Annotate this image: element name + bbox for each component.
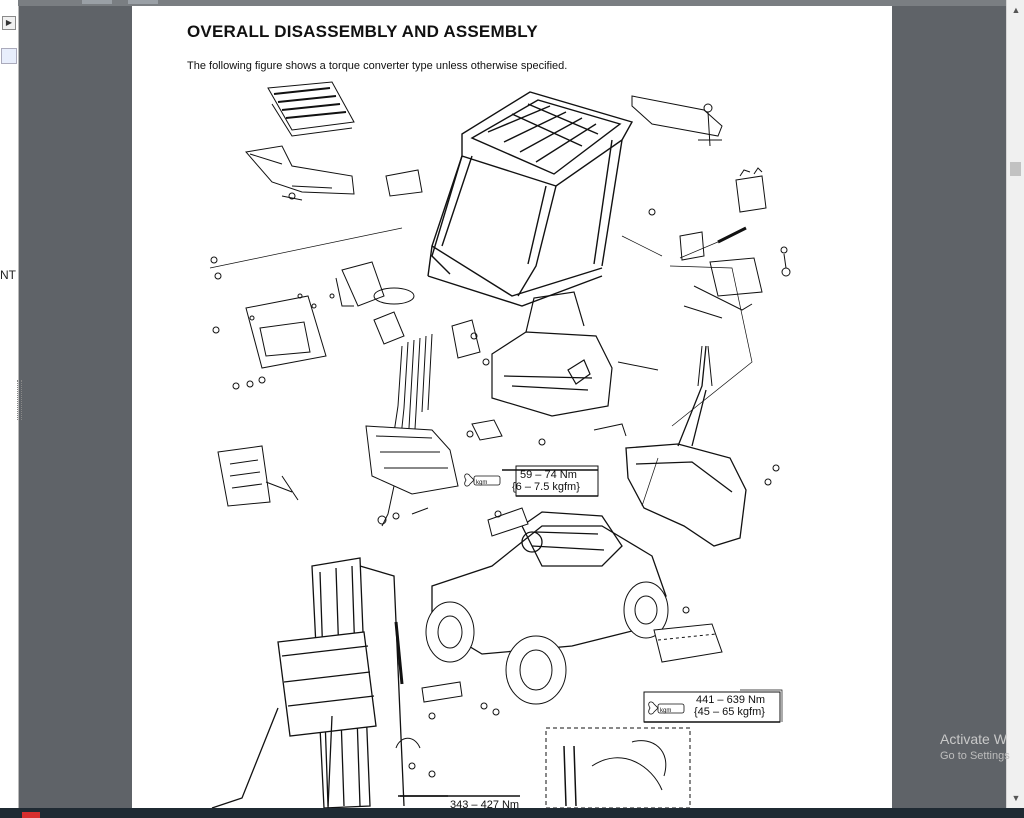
steering-column-part <box>373 311 405 345</box>
navigation-pane: ▶ NT <box>0 0 22 808</box>
hose-clamp-part <box>395 737 421 749</box>
truck-chassis-part <box>431 511 667 655</box>
taskbar <box>0 808 1024 818</box>
expand-pane-button[interactable]: ▶ <box>2 16 16 30</box>
toe-board-part <box>245 145 355 201</box>
lifting-chain-part <box>697 345 713 387</box>
vertical-scrollbar[interactable]: ▲ ▼ <box>1006 0 1024 808</box>
seat-bracket-part <box>593 423 627 437</box>
control-valve-part <box>365 425 459 527</box>
toolbar-tab[interactable] <box>82 0 112 4</box>
exhaust-part <box>487 507 529 537</box>
wrench-icon <box>464 473 501 487</box>
pane-resize-handle[interactable] <box>17 380 22 420</box>
torque-value-nm: 441 – 639 Nm <box>696 694 766 706</box>
seat-part <box>491 291 613 417</box>
overhead-guard-part <box>427 91 634 307</box>
scroll-up-button[interactable]: ▲ <box>1011 5 1021 15</box>
cover-part <box>385 169 423 197</box>
wrench-icon <box>648 701 685 715</box>
control-lever-cables-part <box>391 333 433 447</box>
exploded-view-diagram <box>209 81 791 808</box>
washer-part <box>392 512 400 520</box>
lift-cylinder-part <box>394 621 404 685</box>
rear-wheel-part <box>505 581 669 705</box>
document-page: OVERALL DISASSEMBLY AND ASSEMBLY The fol… <box>132 6 892 808</box>
tilt-cylinder-part <box>421 681 463 703</box>
wrench-tag-label: kgm <box>660 708 672 714</box>
front-wheel-part <box>425 601 475 663</box>
instrument-panel-bracket-part <box>245 295 327 369</box>
lever-bracket-part <box>451 319 481 359</box>
torque-box-1 <box>515 465 599 497</box>
taskbar-app-icon[interactable] <box>22 812 40 818</box>
wrench-tag-label: kgm <box>476 480 488 486</box>
detail-inset-box <box>545 727 691 808</box>
bolt-part <box>411 507 429 515</box>
scroll-down-button[interactable]: ▼ <box>1011 793 1021 803</box>
page-caption: The following figure shows a torque conv… <box>187 60 568 72</box>
seat-bracket-part <box>471 419 503 441</box>
fork-carriage-part <box>211 631 377 808</box>
activation-watermark: Activate W Go to Settings <box>940 731 1010 762</box>
toolbar-strip <box>18 0 1008 6</box>
battery-part <box>735 167 767 213</box>
hood-part <box>335 261 385 307</box>
step-plate-part <box>653 623 723 663</box>
washer-part <box>377 515 387 525</box>
torque-box-2 <box>643 691 781 723</box>
counterweight-part <box>625 345 747 547</box>
toolbar-tab[interactable] <box>128 0 158 4</box>
torque-value-kgfm: {45 – 65 kgfm} <box>694 706 765 718</box>
torque-value-nm: 59 – 74 Nm <box>520 469 577 481</box>
floor-mat-part <box>267 81 355 137</box>
watermark-line2: Go to Settings <box>940 750 1010 762</box>
page-title: OVERALL DISASSEMBLY AND ASSEMBLY <box>187 22 538 41</box>
nav-pane-text: NT <box>0 268 16 282</box>
frame-bracket-part <box>217 445 299 507</box>
scroll-thumb[interactable] <box>1010 162 1021 176</box>
rear-guard-bar-part <box>631 95 723 147</box>
seat-rail-part <box>617 361 659 371</box>
bolt-part <box>210 208 780 778</box>
watermark-line1: Activate W <box>940 731 1007 747</box>
relay-bracket-part <box>679 226 791 319</box>
torque-value-nm: 343 – 427 Nm <box>450 799 520 808</box>
torque-value-kgfm: {6 – 7.5 kgfm} <box>512 481 580 493</box>
steering-wheel-part <box>373 287 415 305</box>
bookmark-icon[interactable] <box>1 48 17 64</box>
